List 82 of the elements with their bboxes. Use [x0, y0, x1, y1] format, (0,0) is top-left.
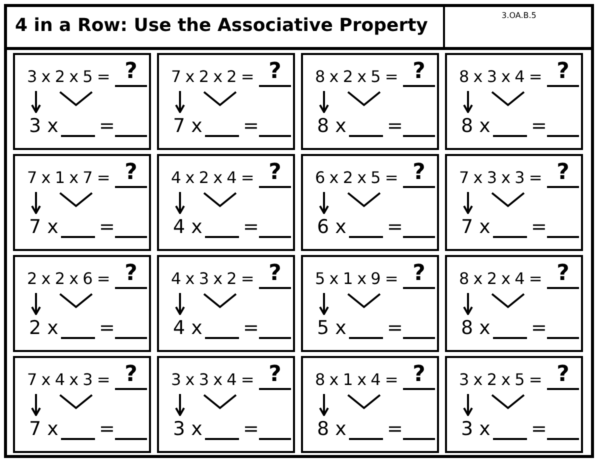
equation-text: 4 x — [173, 216, 202, 238]
worksheet-card — [157, 356, 295, 453]
equals-sign: = — [387, 216, 403, 238]
worksheet-card — [445, 154, 583, 251]
equation-text: 7 x 2 x 2 = — [171, 67, 254, 86]
equals-sign: = — [387, 418, 403, 440]
equals-sign: = — [243, 317, 259, 339]
equals-sign: = — [243, 216, 259, 238]
answer-blank: ? — [547, 59, 579, 87]
answer-blank: ? — [115, 261, 147, 289]
equation-text: 8 x — [317, 115, 346, 137]
answer-blank: ? — [259, 362, 291, 390]
equals-sign: = — [531, 216, 547, 238]
equation-text: 4 x — [173, 317, 202, 339]
answer-blank: ? — [115, 160, 147, 188]
equals-sign: = — [99, 317, 115, 339]
worksheet-card — [157, 255, 295, 352]
answer-blank: ? — [403, 160, 435, 188]
answer-blank: ? — [403, 59, 435, 87]
equation-text: 8 x 1 x 4 = — [315, 370, 398, 389]
answer-blank: ? — [547, 261, 579, 289]
worksheet-card — [301, 255, 439, 352]
equals-sign: = — [99, 418, 115, 440]
answer-blank: ? — [115, 362, 147, 390]
worksheet-card — [157, 154, 295, 251]
worksheet-card — [13, 53, 151, 150]
answer-blank: ? — [547, 362, 579, 390]
answer-blank: ? — [547, 160, 579, 188]
equals-sign: = — [387, 115, 403, 137]
equation-text: 3 x 2 x 5 = — [27, 67, 110, 86]
answer-blank: ? — [115, 59, 147, 87]
equation-text: 4 x 3 x 2 = — [171, 269, 254, 288]
equation-text: 7 x — [461, 216, 490, 238]
worksheet-card — [157, 53, 295, 150]
equation-text: 6 x 2 x 5 = — [315, 168, 398, 187]
worksheet-card — [301, 356, 439, 453]
equation-text: 3 x — [29, 115, 58, 137]
equation-text: 8 x 3 x 4 = — [459, 67, 542, 86]
worksheet-title: 4 in a Row: Use the Associative Property — [15, 15, 428, 36]
equation-text: 6 x — [317, 216, 346, 238]
equation-text: 8 x 2 x 5 = — [315, 67, 398, 86]
equation-text: 3 x 3 x 4 = — [171, 370, 254, 389]
worksheet-card — [301, 53, 439, 150]
equals-sign: = — [387, 317, 403, 339]
worksheet-card — [13, 255, 151, 352]
equals-sign: = — [531, 115, 547, 137]
equation-text: 3 x — [173, 418, 202, 440]
equation-text: 7 x — [173, 115, 202, 137]
answer-blank: ? — [259, 59, 291, 87]
answer-blank: ? — [259, 160, 291, 188]
equation-text: 4 x 2 x 4 = — [171, 168, 254, 187]
equation-text: 2 x — [29, 317, 58, 339]
equation-text: 7 x — [29, 418, 58, 440]
equation-text: 8 x 2 x 4 = — [459, 269, 542, 288]
equals-sign: = — [531, 418, 547, 440]
equals-sign: = — [99, 216, 115, 238]
equals-sign: = — [243, 418, 259, 440]
equation-text: 8 x — [461, 317, 490, 339]
equation-text: 7 x 1 x 7 = — [27, 168, 110, 187]
answer-blank: ? — [259, 261, 291, 289]
equation-text: 7 x — [29, 216, 58, 238]
answer-blank: ? — [403, 261, 435, 289]
equation-text: 5 x 1 x 9 = — [315, 269, 398, 288]
equation-text: 8 x — [461, 115, 490, 137]
worksheet-card — [13, 356, 151, 453]
equation-text: 7 x 3 x 3 = — [459, 168, 542, 187]
equals-sign: = — [99, 115, 115, 137]
equation-text: 3 x 2 x 5 = — [459, 370, 542, 389]
equals-sign: = — [531, 317, 547, 339]
equation-text: 3 x — [461, 418, 490, 440]
standard-code: 3.OA.B.5 — [500, 11, 538, 20]
equation-text: 5 x — [317, 317, 346, 339]
worksheet-card — [445, 255, 583, 352]
worksheet-card — [301, 154, 439, 251]
equals-sign: = — [243, 115, 259, 137]
worksheet-card — [445, 53, 583, 150]
equation-text: 2 x 2 x 6 = — [27, 269, 110, 288]
worksheet-card — [445, 356, 583, 453]
answer-blank: ? — [403, 362, 435, 390]
equation-text: 8 x — [317, 418, 346, 440]
worksheet-card — [13, 154, 151, 251]
equation-text: 7 x 4 x 3 = — [27, 370, 110, 389]
